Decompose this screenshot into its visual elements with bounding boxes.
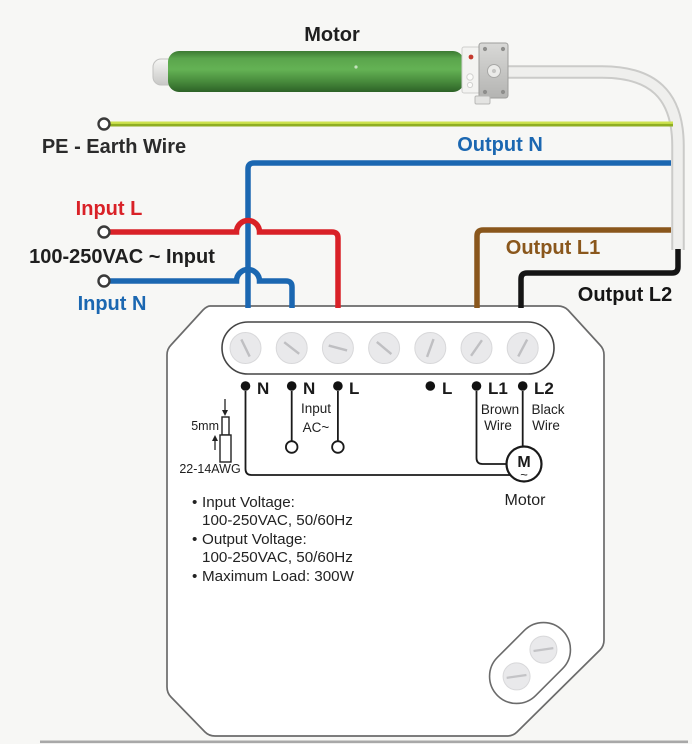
- pocket-screw-slot: [506, 673, 527, 679]
- spec-line: 100-250VAC, 50/60Hz: [202, 512, 353, 529]
- spec-bullet: •: [192, 568, 197, 585]
- strip-arrow-down-head: [222, 410, 228, 416]
- black-wire-label-line2: Wire: [532, 418, 560, 433]
- terminal-label-n2: N: [303, 379, 315, 398]
- input-ac-circle-n: [285, 440, 299, 454]
- spec-line: 100-250VAC, 50/60Hz: [202, 549, 353, 566]
- brown-wire-label-line1: Brown: [481, 402, 519, 417]
- input-ac-label-line1: Input: [301, 401, 331, 416]
- l1-to-motor-line: [475, 391, 507, 465]
- spec-line: Output Voltage:: [202, 531, 307, 548]
- n1-to-motor-line: [244, 391, 511, 476]
- output-n-wire: [245, 160, 671, 308]
- terminal-label-l1: L1: [488, 379, 508, 398]
- earth-wire-terminal-circle: [97, 117, 111, 131]
- motor-symbol-circle: [505, 445, 543, 483]
- terminal-dot-l-out: [425, 381, 436, 391]
- motor-head-screw: [482, 46, 488, 52]
- motor-head-screw: [500, 89, 506, 95]
- terminal-label-l-out: L: [442, 379, 452, 398]
- motor-tube: [168, 51, 464, 92]
- motor-symbol-caption: Motor: [505, 492, 547, 509]
- motor-adjust-dial: [466, 81, 474, 89]
- output-l2-label: Output L2: [578, 284, 672, 306]
- motor-head-screw: [500, 46, 506, 52]
- input-ac-circle-l: [331, 440, 345, 454]
- motor-head-screw: [482, 89, 488, 95]
- screw-pocket: [488, 621, 572, 705]
- photo-bottom-edge: [40, 740, 688, 744]
- motor-head-tab: [474, 95, 491, 105]
- terminal-screw-slots: [240, 338, 529, 358]
- spec-bullet: •: [192, 494, 197, 511]
- terminal-screws: [229, 332, 539, 364]
- vac-input-label: 100-250VAC ~ Input: [29, 246, 215, 268]
- input-l-label: Input L: [76, 198, 143, 220]
- input-l-terminal-circle: [97, 225, 111, 239]
- insulated-wire-glyph: [219, 434, 232, 463]
- terminal-dot-n2: [286, 381, 297, 391]
- motor-assembly: [152, 42, 509, 105]
- input-l-wire: [110, 217, 341, 308]
- motor-symbol-letter: M: [517, 454, 530, 471]
- brown-wire-label-line2: Wire: [484, 418, 512, 433]
- spec-list: • Input Voltage: 100-250VAC, 50/60Hz • O…: [192, 494, 355, 585]
- input-n-label: Input N: [78, 293, 147, 315]
- spec-bullet: •: [192, 531, 197, 548]
- motor-head-indicator: [468, 54, 474, 60]
- wire-gauge-label: 22-14AWG: [179, 462, 240, 476]
- output-l1-wire: [474, 227, 671, 308]
- terminal-label-l2: L2: [534, 379, 554, 398]
- terminal-dot-l1: [471, 381, 482, 391]
- motor-cable: [507, 67, 683, 250]
- output-l1-label: Output L1: [506, 237, 600, 259]
- terminal-dot-l2: [517, 381, 528, 391]
- terminal-label-n1: N: [257, 379, 269, 398]
- terminal-dot-l-in: [333, 381, 343, 391]
- module-body: [166, 305, 605, 737]
- pe-earth-label: PE - Earth Wire: [42, 136, 186, 158]
- motor-symbol-tilde: ~: [520, 467, 528, 482]
- bare-wire-glyph: [221, 416, 230, 436]
- pocket-screw-slot: [533, 647, 554, 653]
- motor-title: Motor: [304, 24, 360, 46]
- spec-line: Input Voltage:: [202, 494, 295, 511]
- motor-adjust-dial: [466, 73, 474, 81]
- motor-tube-highlight: [354, 65, 358, 69]
- output-n-label: Output N: [457, 134, 543, 156]
- input-n-wire: [110, 266, 295, 308]
- terminal-dot-n1: [240, 381, 251, 391]
- terminal-dots: [240, 381, 528, 391]
- input-n-terminal-circle: [97, 274, 111, 288]
- strip-gauge-icon: [212, 399, 232, 463]
- motor-head-hub-center: [491, 68, 497, 74]
- terminal-label-l-in: L: [349, 379, 359, 398]
- input-ac-label-line2: AC~: [303, 420, 330, 435]
- black-wire-label-line1: Black: [531, 402, 564, 417]
- spec-line: Maximum Load: 300W: [202, 568, 355, 585]
- strip-length-label: 5mm: [191, 419, 219, 433]
- output-l2-wire: [518, 249, 681, 308]
- strip-arrow-up-head: [212, 435, 218, 441]
